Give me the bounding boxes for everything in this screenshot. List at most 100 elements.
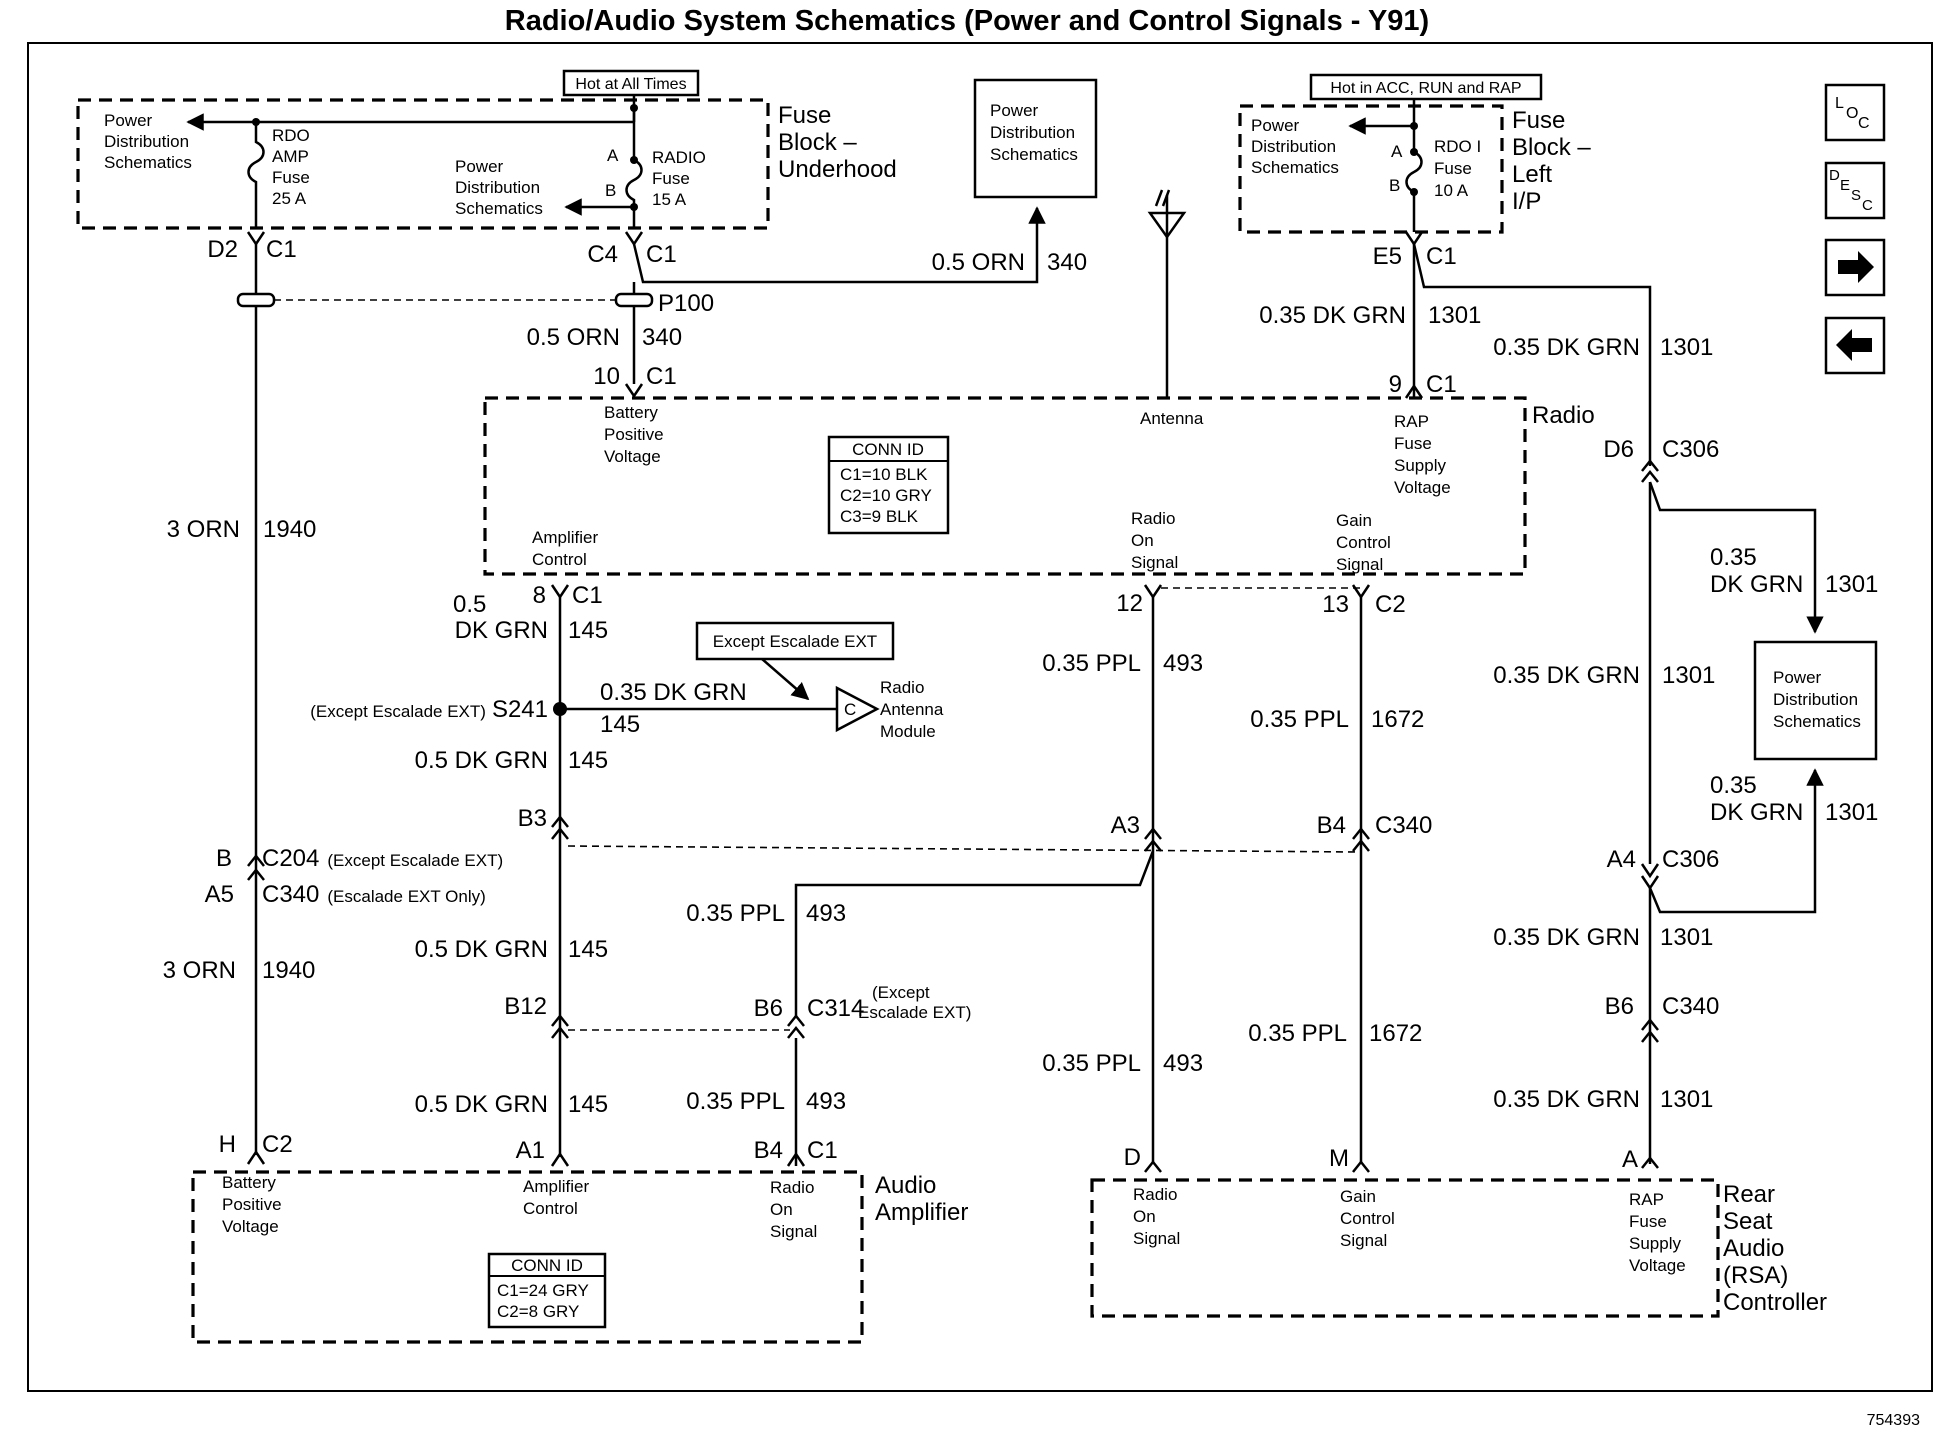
wire-1672-a-color: 0.35 PPL (1250, 706, 1349, 733)
wire-145-d-circuit: 145 (568, 1091, 608, 1118)
radio-pin-radio-on: Radio On Signal (1131, 509, 1180, 572)
wire-1940-b-color: 3 ORN (163, 957, 236, 984)
amp-pin-amp: Amplifier Control (523, 1177, 594, 1218)
conn-a5: A5 (205, 881, 234, 908)
conn-c1-c: C1 (646, 363, 677, 390)
rsa-pin-radio-on: Radio On Signal (1133, 1185, 1182, 1248)
next-page-button[interactable] (1824, 238, 1886, 297)
p100-terminal-left (236, 292, 276, 308)
rdo-i-fuse-label: RDO I Fuse 10 A (1434, 137, 1486, 200)
wire-493-b-color: 0.35 PPL (686, 900, 785, 927)
wire-340-mid-color: 0.5 ORN (527, 324, 620, 351)
conn-b12: B12 (504, 993, 547, 1020)
pds-ip-label: Power Distribution Schematics (1251, 116, 1341, 177)
radio-fuse-label: RADIO Fuse 15 A (652, 148, 711, 209)
svg-text:Hot at All Times: Hot at All Times (575, 76, 686, 93)
splice-s241-group: (Except Escalade EXT)S241 (310, 696, 548, 723)
wire-1940-b-circuit: 1940 (262, 957, 315, 984)
terminal-a-ip: A (1391, 142, 1403, 161)
conn-a4: A4 (1607, 846, 1636, 873)
radio-pin-antenna: Antenna (1140, 409, 1204, 428)
wire-493-d-circuit: 493 (806, 1088, 846, 1115)
conn-d: D (1124, 1144, 1141, 1171)
conn-b6-b: B6 (1605, 993, 1634, 1020)
pds-mid-label: Power Distribution Schematics (455, 157, 545, 218)
wire-1301-f-color: 0.35 DK GRN (1493, 924, 1640, 951)
wire-1301-g-circuit: 1301 (1660, 1086, 1713, 1113)
wire-145-a-gauge: 0.5 (453, 591, 486, 618)
conn-c4: C4 (587, 241, 618, 268)
doc-number: 754393 (1867, 1412, 1920, 1429)
pds-top-box: Power Distribution Schematics (973, 78, 1098, 199)
svg-text:Except Escalade EXT: Except Escalade EXT (713, 632, 877, 651)
conn-c314-group: C314 (807, 995, 864, 1022)
svg-text:C1=10 BLK C2=10 GRY: C1=10 BLK C2=10 GRY C3=9 BLK (840, 465, 936, 526)
svg-text:E: E (1840, 177, 1850, 194)
arrow-left-icon (1836, 329, 1872, 361)
conn-c1-a: C1 (266, 236, 297, 263)
wire-145-ant-circuit: 145 (600, 711, 640, 738)
wire-1301-f-circuit: 1301 (1660, 924, 1713, 951)
wire-1301-e-circuit: 1301 (1825, 799, 1878, 826)
wire-493-a-circuit: 493 (1163, 650, 1203, 677)
conn-d6: D6 (1603, 436, 1634, 463)
hot-label-underhood: Hot at All Times (562, 69, 700, 97)
conn-c340-a: C340 (1375, 812, 1432, 839)
wire-145-b-circuit: 145 (568, 747, 608, 774)
terminal-a-underhood: A (607, 146, 619, 165)
radio-pin-gain: Gain Control Signal (1336, 511, 1396, 574)
wire-1301-b-color: 0.35 DK GRN (1493, 334, 1640, 361)
conn-c204-group: C204(Except Escalade EXT) (262, 845, 503, 872)
audio-amplifier-name: Audio Amplifier (875, 1172, 968, 1226)
wire-1301-c-color: DK GRN (1710, 571, 1803, 598)
loc-button[interactable]: LOC (1824, 83, 1886, 142)
prev-page-button[interactable] (1824, 316, 1886, 375)
radio-name: Radio (1532, 402, 1595, 429)
conn-c1-f: C1 (572, 582, 603, 609)
conn-c1-e: C1 (1426, 371, 1457, 398)
radio-pin-battery: Battery Positive Voltage (604, 403, 668, 466)
wire-145-b-color: 0.5 DK GRN (415, 747, 548, 774)
radio-module (483, 396, 1527, 576)
radio-pin-amp: Amplifier Control (532, 528, 603, 569)
wire-1940-a-circuit: 1940 (263, 516, 316, 543)
wire-1301-c-gauge: 0.35 (1710, 544, 1757, 571)
conn-b4-b: B4 (754, 1137, 783, 1164)
radio-antenna-module: C Radio Antenna Module (835, 678, 948, 741)
conn-pin12: 12 (1116, 590, 1143, 617)
svg-text:Radio Antenna Modu: Radio Antenna Module (880, 678, 948, 741)
conn-c314-note: (Except Escalade EXT) (858, 983, 971, 1022)
wire-493-c-color: 0.35 PPL (1042, 1050, 1141, 1077)
svg-text:C: C (844, 700, 856, 719)
fuse-block-ip (1238, 104, 1504, 234)
wire-493-b-circuit: 493 (806, 900, 846, 927)
wire-1301-e-gauge: 0.35 (1710, 772, 1757, 799)
svg-text:C: C (1858, 115, 1870, 132)
rdo-amp-fuse-symbol (247, 122, 265, 228)
svg-text:CONN ID: CONN ID (852, 440, 924, 459)
wire-1301-b-circuit: 1301 (1660, 334, 1713, 361)
hot-label-ip: Hot in ACC, RUN and RAP (1309, 73, 1543, 101)
svg-text:Hot in ACC, RUN and RAP: Hot in ACC, RUN and RAP (1330, 80, 1521, 97)
conn-c340-b-group: C340(Escalade EXT Only) (262, 881, 486, 908)
wire-145-a-color: DK GRN (455, 617, 548, 644)
wire-1301-e-color: DK GRN (1710, 799, 1803, 826)
conn-pin8: 8 (533, 582, 546, 609)
svg-text:C1=24 GRY C2=8 GRY: C1=24 GRY C2=8 GRY (497, 1281, 593, 1321)
conn-e5: E5 (1373, 243, 1402, 270)
svg-text:D: D (1829, 167, 1840, 184)
rsa-controller (1090, 1178, 1720, 1318)
wire-145-ant-color: 0.35 DK GRN (600, 679, 747, 706)
wire-145-c-color: 0.5 DK GRN (415, 936, 548, 963)
conn-c2-b: C2 (262, 1131, 293, 1158)
conn-c1-g: C1 (807, 1137, 838, 1164)
conn-c306-b: C306 (1662, 846, 1719, 873)
amp-pin-battery: Battery Positive Voltage (222, 1173, 286, 1236)
page-title: Radio/Audio System Schematics (Power and… (505, 5, 1429, 37)
pds-left-label: Power Distribution Schematics (104, 111, 194, 172)
wire-340-top-color: 0.5 ORN (932, 249, 1025, 276)
terminal-b-underhood: B (605, 181, 616, 200)
rsa-pin-gain: Gain Control Signal (1340, 1187, 1400, 1250)
conn-b4-a: B4 (1317, 812, 1346, 839)
